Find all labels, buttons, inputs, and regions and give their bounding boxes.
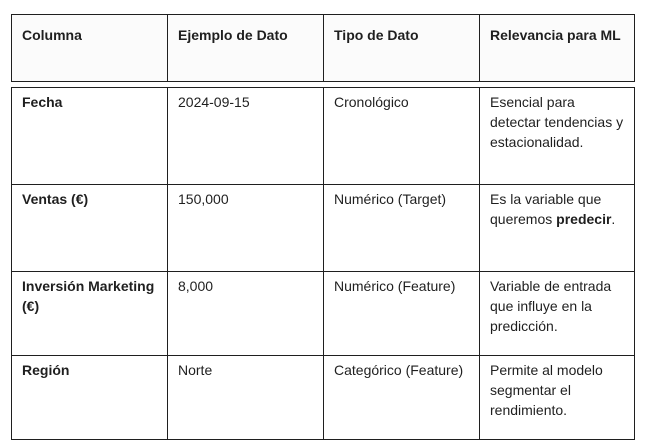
header-columna: Columna bbox=[12, 15, 168, 81]
cell-ejemplo: 8,000 bbox=[168, 272, 324, 355]
cell-tipo: Numérico (Feature) bbox=[324, 272, 480, 355]
relevancia-text: Es la variable que queremos bbox=[490, 191, 602, 227]
header-tipo-de-dato: Tipo de Dato bbox=[324, 15, 480, 81]
table-row: Fecha 2024-09-15 Cronológico Esencial pa… bbox=[11, 87, 635, 185]
cell-columna: Ventas (€) bbox=[12, 185, 168, 271]
data-table: Columna Ejemplo de Dato Tipo de Dato Rel… bbox=[11, 14, 635, 440]
header-relevancia-para-ml: Relevancia para ML bbox=[490, 27, 621, 43]
cell-ejemplo: Norte bbox=[168, 356, 324, 439]
header-ejemplo-de-dato: Ejemplo de Dato bbox=[168, 15, 324, 81]
cell-tipo: Categórico (Feature) bbox=[324, 356, 480, 439]
table-row: Región Norte Categórico (Feature) Permit… bbox=[11, 356, 635, 440]
cell-ejemplo: 2024-09-15 bbox=[168, 88, 324, 184]
cell-tipo: Numérico (Target) bbox=[324, 185, 480, 271]
table-row: Ventas (€) 150,000 Numérico (Target) Es … bbox=[11, 185, 635, 272]
relevancia-bold-text: predecir bbox=[556, 211, 612, 227]
relevancia-text-end: . bbox=[611, 211, 616, 227]
cell-tipo: Cronológico bbox=[324, 88, 480, 184]
cell-ejemplo: 150,000 bbox=[168, 185, 324, 271]
cell-columna: Fecha bbox=[12, 88, 168, 184]
cell-columna: Inversión Marketing (€) bbox=[12, 272, 168, 355]
cell-relevancia: Variable de entrada que influye en la pr… bbox=[490, 278, 612, 334]
cell-columna: Región bbox=[12, 356, 168, 439]
cell-relevancia: Esencial para detectar tendencias y esta… bbox=[490, 94, 624, 150]
cell-relevancia: Permite al modelo segmentar el rendimien… bbox=[490, 362, 603, 418]
table-header-row: Columna Ejemplo de Dato Tipo de Dato Rel… bbox=[11, 14, 635, 82]
table-row: Inversión Marketing (€) 8,000 Numérico (… bbox=[11, 272, 635, 356]
cell-relevancia: Es la variable que queremos predecir. bbox=[480, 185, 634, 271]
